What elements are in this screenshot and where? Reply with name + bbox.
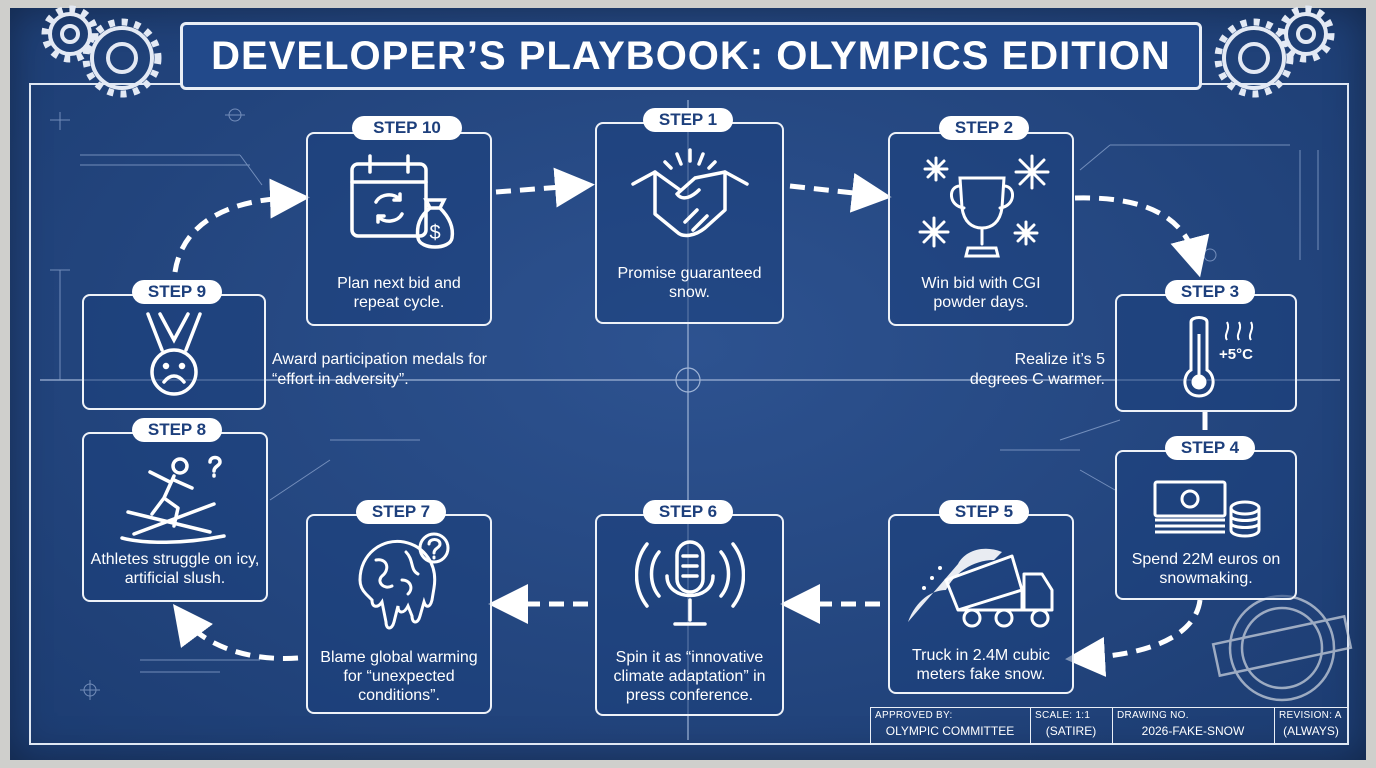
title-block (870, 707, 1348, 746)
step-3-card: +5°C (1115, 294, 1297, 412)
step-9-text: Award participation medals for “effort i… (272, 351, 487, 388)
step-4-card: Spend 22M euros on snowmaking. (1115, 450, 1297, 600)
scale-label: SCALE: 1:1 (1035, 710, 1091, 721)
arrow-10-to-1 (495, 167, 595, 208)
step-10-text: Plan next bid and repeat cycle. (337, 275, 461, 311)
step-1-text: Promise guaranteed snow. (617, 265, 762, 301)
step-9-card (82, 294, 266, 410)
dump-truck-icon (908, 548, 1054, 628)
step-2-text: Win bid with CGI powder days. (921, 275, 1041, 311)
arrow-2-to-3 (1074, 195, 1210, 278)
thermometer-icon (1183, 316, 1215, 398)
svg-text:$: $ (429, 222, 440, 244)
step-6-card: Spin it as “innovative climate adaptatio… (595, 514, 784, 716)
revision-label: REVISION: A (1279, 710, 1342, 721)
scale-cell: SCALE: 1:1 (SATIRE) (1030, 707, 1111, 745)
approved-stamp (1211, 594, 1353, 702)
revision-value: (ALWAYS) (1283, 724, 1339, 738)
microphone-icon (635, 540, 745, 626)
approved-by-cell: APPROVED BY: OLYMPIC COMMITTEE (870, 707, 1029, 745)
revision-cell: REVISION: A (ALWAYS) (1274, 707, 1347, 745)
drawing-no-cell: DRAWING NO. 2026-FAKE-SNOW (1112, 707, 1273, 745)
step-8-text: Athletes struggle on icy, artificial slu… (90, 551, 260, 587)
step-4-label: STEP 4 (1165, 436, 1255, 460)
temperature-badge: +5°C (1219, 346, 1253, 363)
drawing-value: 2026-FAKE-SNOW (1141, 724, 1245, 738)
step-10-label: STEP 10 (352, 116, 462, 140)
heat-waves-icon (1224, 321, 1254, 341)
scale-value: (SATIRE) (1045, 724, 1097, 738)
step-6-text: Spin it as “innovative climate adaptatio… (613, 649, 766, 704)
sad-medal-icon (146, 312, 202, 396)
step-10-card: $ Plan next bid and repeat cycle. (306, 132, 492, 326)
step-5-label: STEP 5 (939, 500, 1029, 524)
step-3-text: Realize it’s 5 degrees C warmer. (969, 351, 1105, 388)
flow-arrows (172, 167, 1210, 677)
step-5-card: Truck in 2.4M cubic meters fake snow. (888, 514, 1074, 694)
step-4-text: Spend 22M euros on snowmaking. (1131, 551, 1281, 587)
construction-lines (50, 108, 1319, 700)
step-1-label: STEP 1 (643, 108, 733, 132)
step-5-text: Truck in 2.4M cubic meters fake snow. (911, 647, 1051, 683)
arrow-4-to-5 (1065, 599, 1203, 677)
step-1-card: Promise guaranteed snow. (595, 122, 784, 324)
step-2-label: STEP 2 (939, 116, 1029, 140)
skier-icon (120, 455, 226, 544)
drawing-label: DRAWING NO. (1117, 710, 1189, 721)
step-7-label: STEP 7 (356, 500, 446, 524)
trophy-snowflakes-icon (918, 154, 1050, 258)
step-3-label: STEP 3 (1165, 280, 1255, 304)
step-8-label: STEP 8 (132, 418, 222, 442)
step-8-card: Athletes struggle on icy, artificial slu… (82, 432, 268, 602)
approved-value: OLYMPIC COMMITTEE (885, 724, 1015, 738)
step-9-label: STEP 9 (132, 280, 222, 304)
approved-label: APPROVED BY: (875, 710, 953, 721)
page-title: DEVELOPER’S PLAYBOOK: OLYMPICS EDITION (211, 33, 1171, 78)
title-banner: DEVELOPER’S PLAYBOOK: OLYMPICS EDITION (180, 22, 1202, 90)
arrow-7-to-8 (172, 604, 299, 661)
step-7-card: Blame global warming for “unexpected con… (306, 514, 492, 714)
step-6-label: STEP 6 (643, 500, 733, 524)
melting-globe-icon (358, 532, 450, 630)
arrow-9-to-10 (172, 178, 310, 273)
step-7-text: Blame global warming for “unexpected con… (320, 649, 478, 704)
handshake-icon (631, 148, 749, 238)
gear-teeth (41, 5, 1335, 98)
calendar-money-icon: $ (350, 154, 455, 249)
arrow-1-to-2 (789, 172, 892, 213)
gear-icons (48, 12, 1328, 90)
step-2-card: Win bid with CGI powder days. (888, 132, 1074, 326)
money-stack-icon (1153, 480, 1261, 538)
